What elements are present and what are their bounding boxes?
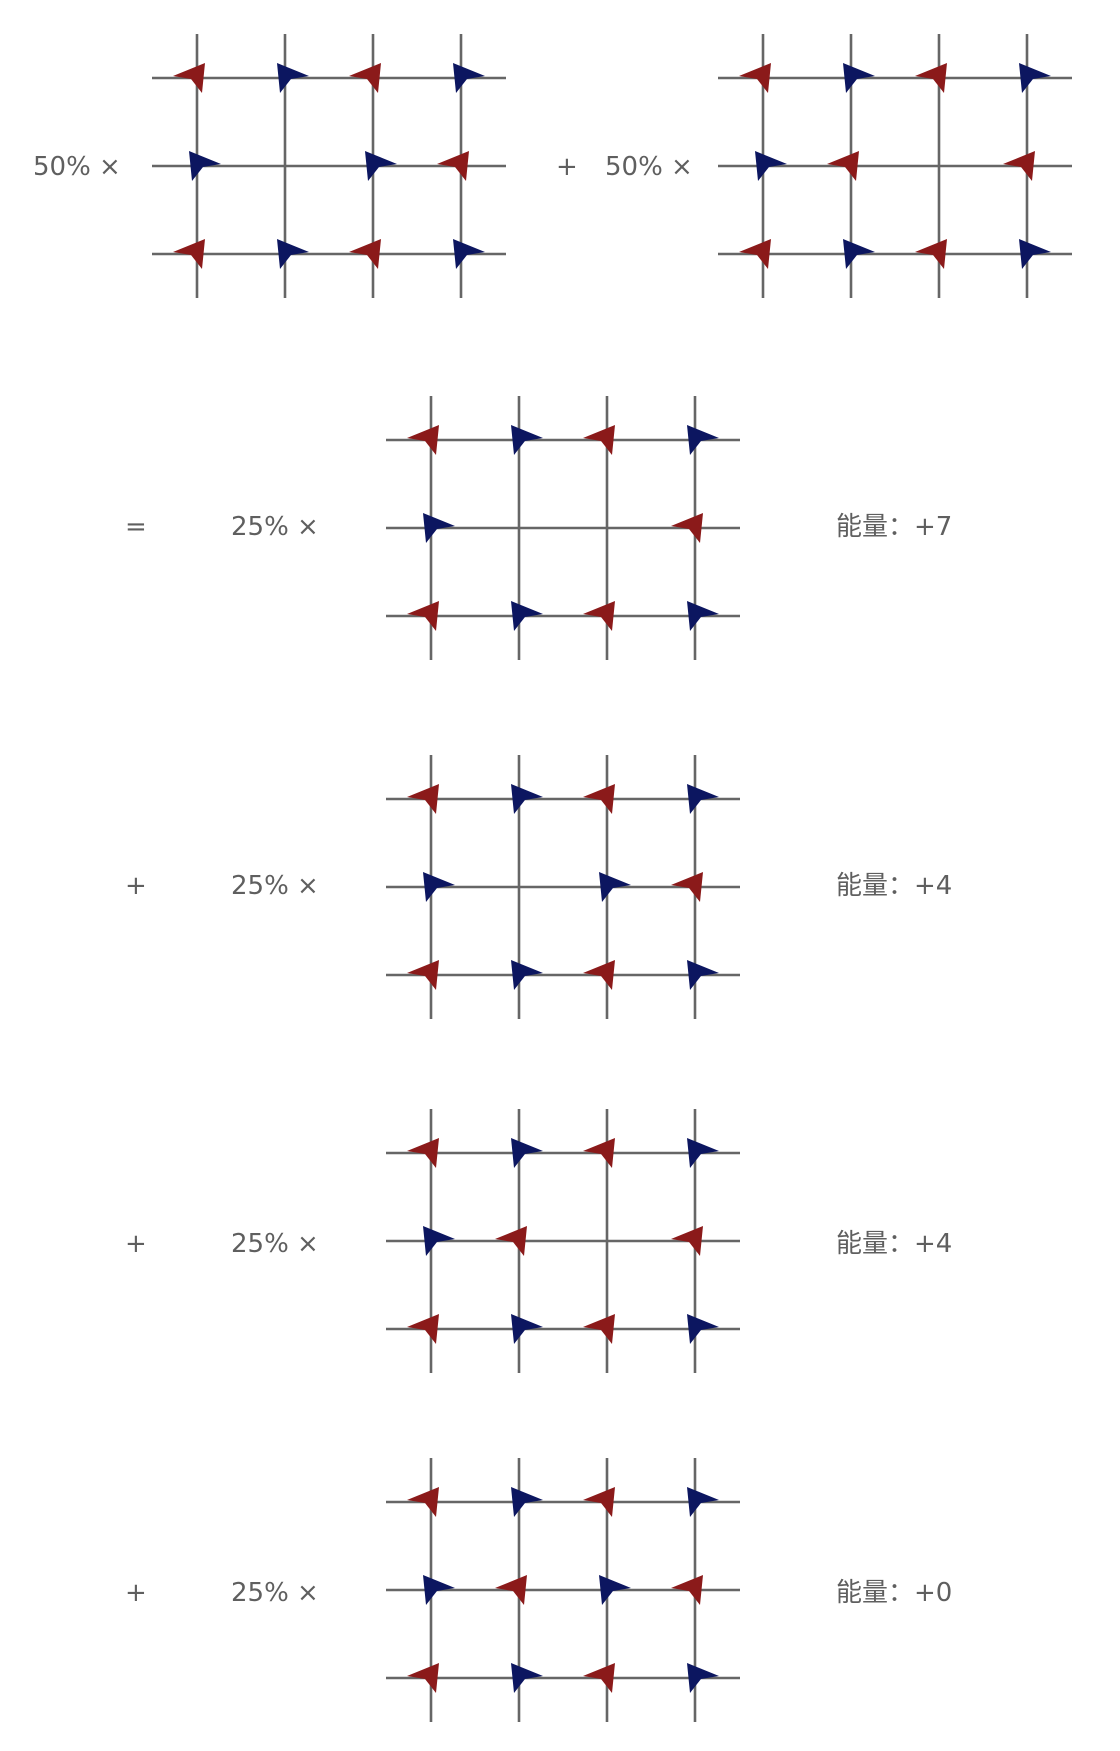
spin-left-arrow-icon <box>495 1226 527 1256</box>
spin-right-arrow-icon <box>453 63 485 93</box>
spin-right-arrow-icon <box>511 425 543 455</box>
spin-right-arrow-icon <box>189 151 221 181</box>
spin-right-arrow-icon <box>511 784 543 814</box>
spin-left-arrow-icon <box>915 63 947 93</box>
row2-operator: + <box>125 871 147 901</box>
spin-left-arrow-icon <box>671 1226 703 1256</box>
row1-energy: 能量：+7 <box>836 512 953 542</box>
top-left-coefficient: 50% × <box>33 152 121 182</box>
spin-right-arrow-icon <box>453 239 485 269</box>
spin-right-arrow-icon <box>599 872 631 902</box>
spin-right-arrow-icon <box>687 1314 719 1344</box>
spin-left-arrow-icon <box>671 872 703 902</box>
spin-left-arrow-icon <box>407 1663 439 1693</box>
spin-right-arrow-icon <box>599 1575 631 1605</box>
spin-left-arrow-icon <box>671 1575 703 1605</box>
spin-left-arrow-icon <box>349 239 381 269</box>
spin-left-arrow-icon <box>173 63 205 93</box>
spin-left-arrow-icon <box>495 1575 527 1605</box>
spin-right-arrow-icon <box>423 513 455 543</box>
row4-operator: + <box>125 1578 147 1608</box>
spin-right-arrow-icon <box>511 1487 543 1517</box>
spin-left-arrow-icon <box>583 601 615 631</box>
row4-coefficient: 25% × <box>231 1578 319 1608</box>
spin-right-arrow-icon <box>423 1575 455 1605</box>
spin-right-arrow-icon <box>511 1138 543 1168</box>
row4-energy: 能量：+0 <box>836 1578 953 1608</box>
spin-left-arrow-icon <box>915 239 947 269</box>
row3-coefficient: 25% × <box>231 1229 319 1259</box>
spin-left-arrow-icon <box>739 63 771 93</box>
spin-left-arrow-icon <box>583 784 615 814</box>
spin-right-arrow-icon <box>1019 63 1051 93</box>
spin-left-arrow-icon <box>407 960 439 990</box>
spin-left-arrow-icon <box>407 784 439 814</box>
row1-coefficient: 25% × <box>231 512 319 542</box>
spin-right-arrow-icon <box>843 239 875 269</box>
row2-energy: 能量：+4 <box>836 871 953 901</box>
row2-coefficient: 25% × <box>231 871 319 901</box>
spin-right-arrow-icon <box>687 425 719 455</box>
spin-right-arrow-icon <box>1019 239 1051 269</box>
spin-left-arrow-icon <box>349 63 381 93</box>
spin-left-arrow-icon <box>583 425 615 455</box>
spin-left-arrow-icon <box>1003 151 1035 181</box>
top-right-coefficient: 50% × <box>605 152 693 182</box>
spin-right-arrow-icon <box>687 601 719 631</box>
spin-right-arrow-icon <box>423 1226 455 1256</box>
row1-operator: = <box>125 512 147 542</box>
spin-right-arrow-icon <box>511 1663 543 1693</box>
spin-right-arrow-icon <box>511 601 543 631</box>
spin-left-arrow-icon <box>583 960 615 990</box>
spin-left-arrow-icon <box>407 601 439 631</box>
spin-right-arrow-icon <box>687 784 719 814</box>
spin-right-arrow-icon <box>687 1487 719 1517</box>
spin-left-arrow-icon <box>407 1138 439 1168</box>
spin-right-arrow-icon <box>511 1314 543 1344</box>
spin-left-arrow-icon <box>583 1487 615 1517</box>
spin-left-arrow-icon <box>437 151 469 181</box>
spin-right-arrow-icon <box>687 1138 719 1168</box>
spin-right-arrow-icon <box>423 872 455 902</box>
spin-left-arrow-icon <box>739 239 771 269</box>
spin-left-arrow-icon <box>173 239 205 269</box>
spin-left-arrow-icon <box>407 425 439 455</box>
spin-right-arrow-icon <box>365 151 397 181</box>
top-plus-operator: + <box>556 152 578 182</box>
spin-left-arrow-icon <box>827 151 859 181</box>
spin-right-arrow-icon <box>687 960 719 990</box>
spin-right-arrow-icon <box>511 960 543 990</box>
spin-right-arrow-icon <box>843 63 875 93</box>
spin-left-arrow-icon <box>671 513 703 543</box>
spin-left-arrow-icon <box>583 1663 615 1693</box>
spin-left-arrow-icon <box>407 1314 439 1344</box>
spin-right-arrow-icon <box>687 1663 719 1693</box>
row3-operator: + <box>125 1229 147 1259</box>
spin-left-arrow-icon <box>583 1138 615 1168</box>
spin-right-arrow-icon <box>277 63 309 93</box>
spin-left-arrow-icon <box>407 1487 439 1517</box>
spin-left-arrow-icon <box>583 1314 615 1344</box>
spin-right-arrow-icon <box>277 239 309 269</box>
row3-energy: 能量：+4 <box>836 1229 953 1259</box>
spin-right-arrow-icon <box>755 151 787 181</box>
